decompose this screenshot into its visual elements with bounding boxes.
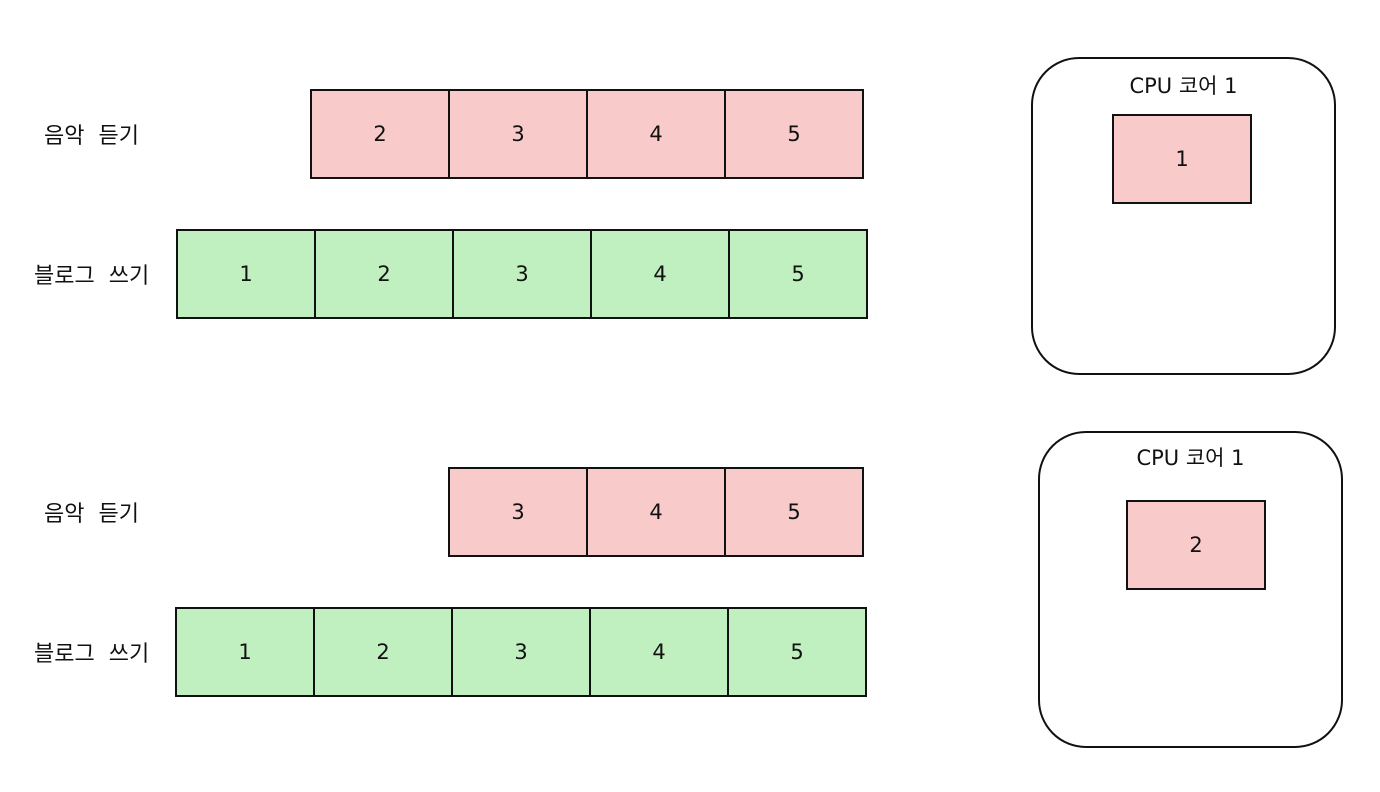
music-segment: 3 bbox=[448, 467, 588, 557]
music-segment: 4 bbox=[586, 89, 726, 179]
blog-segment: 2 bbox=[314, 229, 454, 319]
music-track: 3 4 5 bbox=[448, 467, 864, 557]
music-segment: 5 bbox=[724, 89, 864, 179]
running-task: 2 bbox=[1126, 500, 1266, 590]
blog-track: 1 2 3 4 5 bbox=[176, 229, 868, 319]
blog-segment: 5 bbox=[728, 229, 868, 319]
music-segment: 5 bbox=[724, 467, 864, 557]
cpu-core-box: CPU 코어 1 2 bbox=[1038, 431, 1343, 748]
row-label-music: 음악 듣기 bbox=[44, 502, 139, 527]
cpu-core-box: CPU 코어 1 1 bbox=[1031, 57, 1336, 375]
blog-segment: 1 bbox=[175, 607, 315, 697]
blog-segment: 2 bbox=[313, 607, 453, 697]
row-label-blog: 블로그 쓰기 bbox=[34, 642, 150, 667]
row-label-blog: 블로그 쓰기 bbox=[34, 264, 150, 289]
cpu-core-title: CPU 코어 1 bbox=[1136, 446, 1245, 470]
cpu-core-title: CPU 코어 1 bbox=[1129, 74, 1238, 98]
running-task: 1 bbox=[1112, 114, 1252, 204]
blog-track: 1 2 3 4 5 bbox=[175, 607, 867, 697]
music-segment: 2 bbox=[310, 89, 450, 179]
music-segment: 4 bbox=[586, 467, 726, 557]
music-segment: 3 bbox=[448, 89, 588, 179]
blog-segment: 1 bbox=[176, 229, 316, 319]
blog-segment: 3 bbox=[452, 229, 592, 319]
blog-segment: 4 bbox=[590, 229, 730, 319]
row-label-music: 음악 듣기 bbox=[44, 124, 139, 149]
blog-segment: 4 bbox=[589, 607, 729, 697]
music-track: 2 3 4 5 bbox=[310, 89, 864, 179]
blog-segment: 5 bbox=[727, 607, 867, 697]
blog-segment: 3 bbox=[451, 607, 591, 697]
